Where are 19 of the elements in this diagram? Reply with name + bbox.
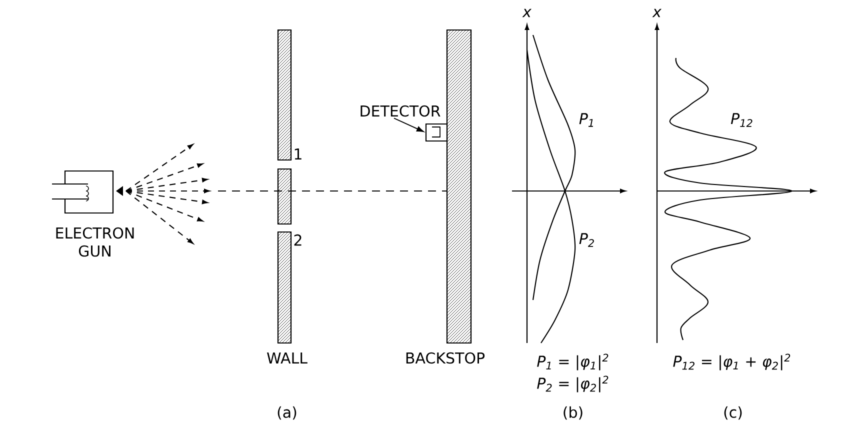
axis-label: x bbox=[522, 8, 532, 18]
slit-number: 2 bbox=[294, 234, 302, 246]
panel-label: (c) bbox=[724, 406, 742, 420]
device-label: ELECTRON GUN bbox=[56, 227, 134, 257]
panel-label: (a) bbox=[278, 406, 296, 420]
detector-drawing bbox=[425, 123, 448, 142]
detector-label: DETECTOR bbox=[360, 105, 440, 117]
formula-label: P$_{1}$ = |φ$_{1}$|$^{2}$ bbox=[537, 354, 608, 370]
curve-label: P$_{2}$ bbox=[579, 233, 594, 247]
curve-label: P$_{12}$ bbox=[730, 113, 752, 127]
curve-label: P$_{1}$ bbox=[579, 113, 594, 127]
leader-line bbox=[394, 118, 424, 132]
wall-label: WALL bbox=[267, 352, 308, 364]
formula-label: P$_{12}$ = |φ$_{1}$ + φ$_{2}$|$^{2}$ bbox=[673, 354, 790, 370]
slit-number: 1 bbox=[294, 148, 302, 160]
panel-label: (b) bbox=[564, 406, 582, 420]
backstop-label: BACKSTOP bbox=[406, 352, 485, 364]
axis-label: x bbox=[652, 8, 662, 18]
formula-label: P$_{2}$ = |φ$_{2}$|$^{2}$ bbox=[537, 376, 608, 392]
